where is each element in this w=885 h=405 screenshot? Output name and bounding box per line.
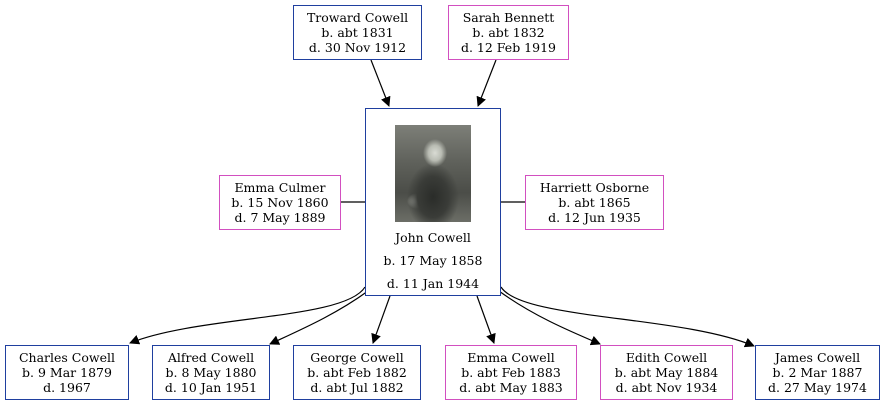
person-name: Harriett Osborne <box>539 180 650 195</box>
person-death: d. abt Nov 1934 <box>615 380 718 395</box>
person-birth: b. abt May 1884 <box>614 365 719 380</box>
edge-child-charles <box>129 286 366 345</box>
person-death: d. 11 Jan 1944 <box>386 276 480 291</box>
person-death: d. abt Jul 1882 <box>310 380 404 395</box>
person-edith-cowell[interactable]: Edith Cowell b. abt May 1884 d. abt Nov … <box>600 345 733 400</box>
person-birth: b. 9 Mar 1879 <box>22 365 112 380</box>
person-george-cowell[interactable]: George Cowell b. abt Feb 1882 d. abt Jul… <box>293 345 421 400</box>
person-john-cowell[interactable]: John Cowell b. 17 May 1858 d. 11 Jan 194… <box>365 108 501 296</box>
person-birth: b. 15 Nov 1860 <box>231 195 329 210</box>
person-name: Emma Cowell <box>467 350 555 365</box>
person-name: Alfred Cowell <box>167 350 255 365</box>
person-death: d. 10 Jan 1951 <box>164 380 258 395</box>
person-name: James Cowell <box>774 350 861 365</box>
person-emma-cowell[interactable]: Emma Cowell b. abt Feb 1883 d. abt May 1… <box>445 345 577 400</box>
edge-parent-mother <box>476 59 497 107</box>
person-death: d. 7 May 1889 <box>234 210 326 225</box>
edge-child-emma <box>476 295 496 344</box>
portrait-photo <box>395 125 471 222</box>
person-birth: b. abt Feb 1882 <box>307 365 407 380</box>
person-emma-culmer[interactable]: Emma Culmer b. 15 Nov 1860 d. 7 May 1889 <box>219 175 341 230</box>
person-birth: b. abt 1832 <box>472 25 545 40</box>
person-troward-cowell[interactable]: Troward Cowell b. abt 1831 d. 30 Nov 191… <box>293 5 422 60</box>
person-name: Edith Cowell <box>625 350 708 365</box>
person-death: d. 1967 <box>43 380 91 395</box>
person-birth: b. 17 May 1858 <box>383 253 483 268</box>
person-name: Charles Cowell <box>18 350 115 365</box>
person-name: George Cowell <box>310 350 404 365</box>
person-alfred-cowell[interactable]: Alfred Cowell b. 8 May 1880 d. 10 Jan 19… <box>152 345 270 400</box>
person-charles-cowell[interactable]: Charles Cowell b. 9 Mar 1879 d. 1967 <box>5 345 129 400</box>
person-death: d. 12 Jun 1935 <box>548 210 641 225</box>
person-james-cowell[interactable]: James Cowell b. 2 Mar 1887 d. 27 May 197… <box>755 345 880 400</box>
edge-child-alfred <box>269 290 369 345</box>
person-birth: b. 8 May 1880 <box>165 365 257 380</box>
edge-child-james <box>500 286 755 348</box>
edge-parent-father <box>370 59 391 107</box>
person-death: d. 12 Feb 1919 <box>460 40 556 55</box>
person-birth: b. abt Feb 1883 <box>461 365 561 380</box>
person-harriett-osborne[interactable]: Harriett Osborne b. abt 1865 d. 12 Jun 1… <box>525 175 664 230</box>
person-name: Troward Cowell <box>306 10 409 25</box>
person-birth: b. 2 Mar 1887 <box>772 365 863 380</box>
person-death: d. 27 May 1974 <box>768 380 867 395</box>
person-name: Sarah Bennett <box>462 10 555 25</box>
edge-child-edith <box>498 290 601 346</box>
person-name: Emma Culmer <box>234 180 326 195</box>
person-sarah-bennett[interactable]: Sarah Bennett b. abt 1832 d. 12 Feb 1919 <box>448 5 569 60</box>
person-death: d. abt May 1883 <box>459 380 563 395</box>
person-birth: b. abt 1865 <box>558 195 631 210</box>
person-birth: b. abt 1831 <box>321 25 394 40</box>
person-death: d. 30 Nov 1912 <box>308 40 407 55</box>
person-name: John Cowell <box>395 230 471 245</box>
edge-child-george <box>371 295 391 344</box>
